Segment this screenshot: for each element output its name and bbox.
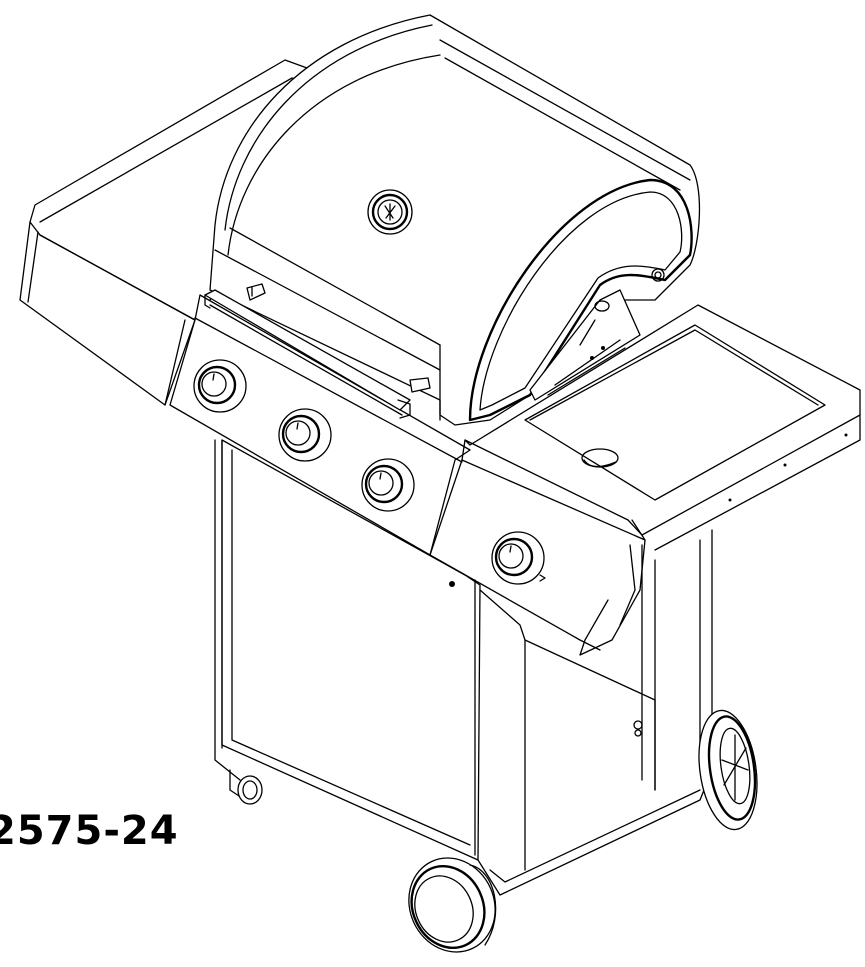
rear-caster (229, 769, 263, 805)
lid-handle (204, 283, 431, 419)
lid-thermometer (367, 189, 413, 235)
knob-3 (361, 458, 415, 512)
hinge-bracket (529, 289, 641, 401)
rear-wheel (698, 709, 758, 831)
model-number-label: 2575-24 (0, 808, 179, 854)
right-side-shelf (429, 304, 861, 656)
knob-4 (491, 531, 546, 585)
front-wheel (408, 857, 497, 953)
knob-1 (193, 359, 247, 413)
grill-lid (209, 14, 701, 426)
cart-body (214, 439, 713, 896)
knob-2 (278, 408, 332, 462)
